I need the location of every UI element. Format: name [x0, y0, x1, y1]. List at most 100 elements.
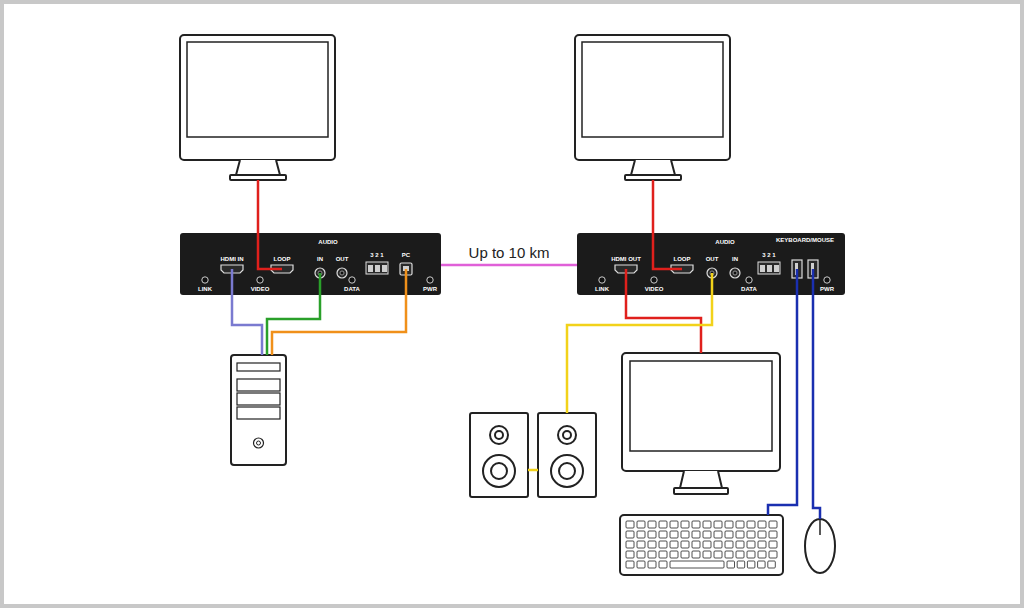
port-label: DATA [344, 286, 360, 292]
monitor [625, 175, 681, 180]
monitor [674, 488, 728, 494]
key [648, 531, 656, 538]
mouse [805, 519, 835, 573]
key [769, 531, 777, 538]
key [626, 521, 634, 528]
speaker [538, 413, 596, 497]
status-led [746, 277, 752, 283]
pc-tower [237, 363, 280, 371]
port-label: AUDIO [715, 239, 734, 245]
speaker [483, 455, 515, 487]
pc-tower [231, 355, 286, 465]
terminal-screw [774, 265, 779, 272]
ports [202, 262, 433, 283]
monitor [680, 471, 722, 488]
cable [528, 469, 538, 472]
key [714, 521, 722, 528]
key [758, 561, 766, 568]
terminal-screw [368, 265, 373, 272]
monitor [187, 42, 328, 137]
speaker [470, 413, 528, 497]
terminal-screw [382, 265, 387, 272]
key [747, 551, 755, 558]
port-label: PWR [820, 286, 834, 292]
key [769, 541, 777, 548]
key [648, 521, 656, 528]
monitor [575, 35, 730, 180]
key [714, 551, 722, 558]
speaker [551, 455, 583, 487]
port-label: VIDEO [645, 286, 664, 292]
pc-tower [254, 438, 264, 448]
key [769, 521, 777, 528]
key [736, 531, 744, 538]
key [637, 521, 645, 528]
key [670, 561, 724, 568]
port-label: 3 2 1 [370, 252, 383, 258]
key [758, 531, 766, 538]
port-label: LINK [595, 286, 609, 292]
audio-jack [337, 268, 347, 278]
housing [180, 233, 441, 295]
port-label: OUT [336, 256, 349, 262]
key [637, 541, 645, 548]
terminal-screw [375, 265, 380, 272]
key [725, 551, 733, 558]
audio-jack [733, 271, 737, 275]
key [681, 531, 689, 538]
key [725, 541, 733, 548]
key [626, 561, 634, 568]
status-led [651, 277, 657, 283]
speaker [491, 463, 507, 479]
key [692, 531, 700, 538]
terminal-block [758, 262, 780, 274]
monitor [230, 175, 286, 180]
key [736, 541, 744, 548]
port-label: LINK [198, 286, 212, 292]
key [670, 551, 678, 558]
key [725, 531, 733, 538]
key [758, 541, 766, 548]
port-label: IN [317, 256, 323, 262]
port-label: KEYBOARD/MOUSE [776, 237, 834, 243]
status-led [427, 277, 433, 283]
speaker [558, 426, 576, 444]
cable [267, 273, 320, 295]
mouse [805, 519, 835, 573]
ports [599, 260, 830, 283]
key [692, 541, 700, 548]
cable [258, 233, 282, 269]
port-label: VIDEO [251, 286, 270, 292]
distance-label: Up to 10 km [466, 245, 553, 262]
key [637, 561, 645, 568]
monitor [631, 160, 675, 175]
key [727, 561, 735, 568]
key [626, 531, 634, 538]
port-label: LOOP [273, 256, 290, 262]
key [637, 531, 645, 538]
pc-tower [231, 355, 286, 465]
cables [232, 180, 820, 519]
speaker [559, 463, 575, 479]
key [714, 531, 722, 538]
key [703, 521, 711, 528]
unit-housing [180, 233, 441, 295]
speaker [490, 426, 508, 444]
status-led [349, 277, 355, 283]
terminal-screw [760, 265, 765, 272]
audio-jack [340, 271, 344, 275]
key [725, 521, 733, 528]
terminal-block [366, 262, 388, 274]
port-label: PC [402, 252, 410, 258]
monitor [622, 353, 780, 494]
status-led [202, 277, 208, 283]
cable [626, 269, 701, 295]
monitor [582, 42, 723, 137]
cables [232, 233, 441, 295]
port-label: 3 2 1 [762, 252, 775, 258]
key [681, 551, 689, 558]
terminal-screw [767, 265, 772, 272]
key [747, 561, 755, 568]
